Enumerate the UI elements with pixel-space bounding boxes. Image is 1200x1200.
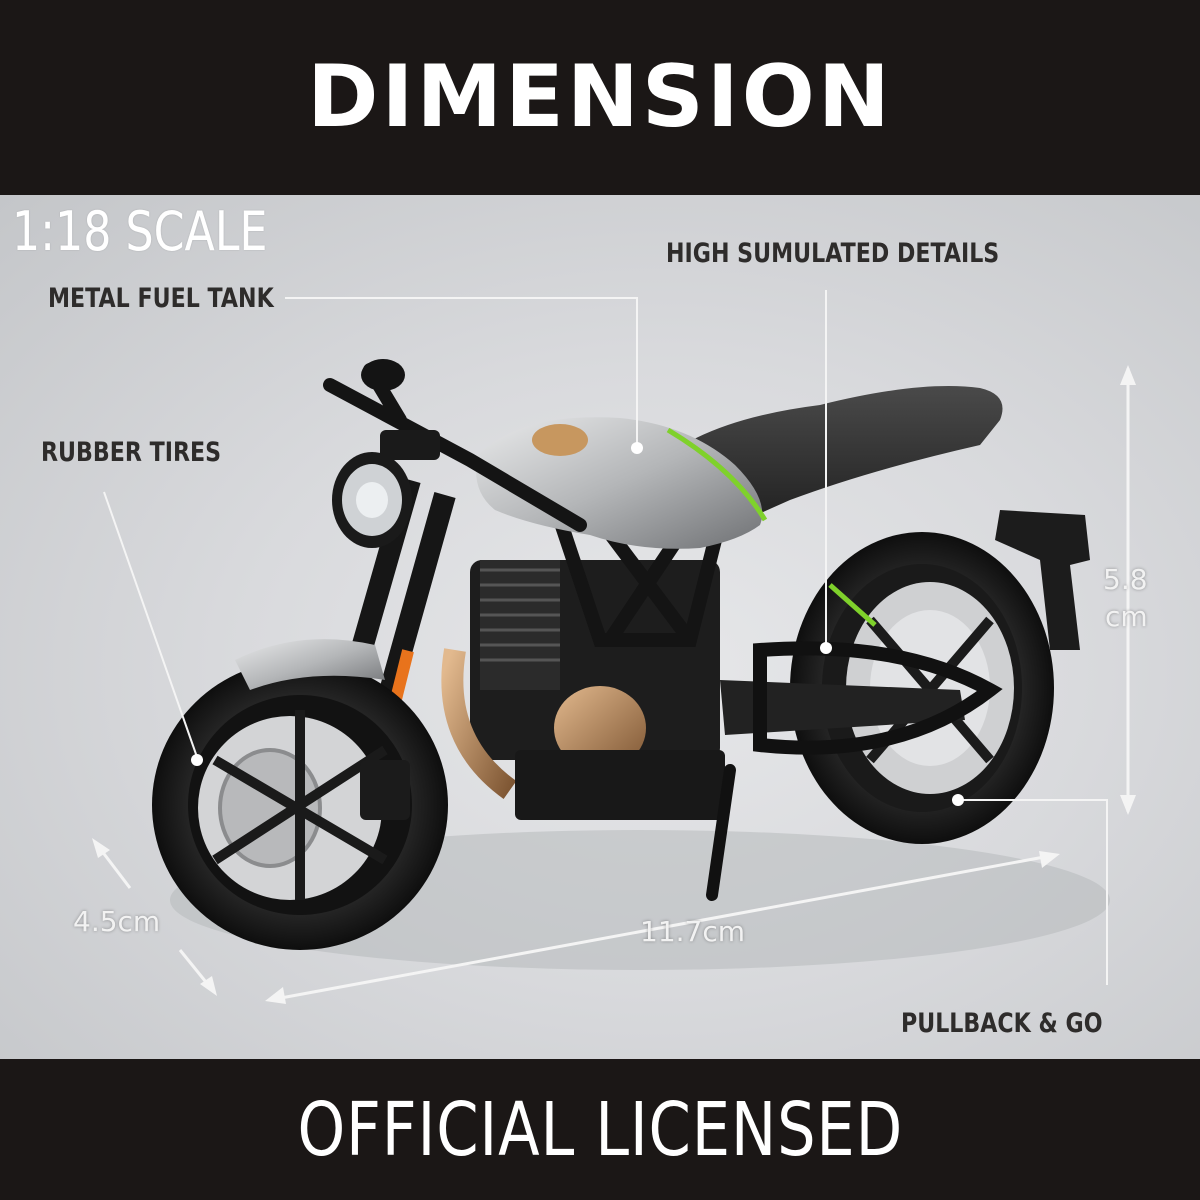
height-dimension-unit: cm (1105, 600, 1148, 633)
callout-pullback-go: PULLBACK & GO (901, 1008, 1103, 1039)
header-band: DIMENSION (0, 0, 1200, 195)
callout-fuel-tank: METAL FUEL TANK (48, 283, 274, 314)
length-dimension: 11.7cm (640, 915, 746, 948)
gauge-cluster (380, 430, 440, 460)
engine (441, 560, 725, 820)
callout-high-details: HIGH SUMULATED DETAILS (666, 238, 1000, 269)
callout-dots (191, 442, 964, 806)
chain (753, 641, 1003, 755)
rear-fender (995, 510, 1090, 650)
callout-rubber-tires: RUBBER TIRES (41, 437, 222, 468)
height-dimension-value: 5.8 (1103, 563, 1148, 596)
kickstand (706, 764, 736, 901)
fork-accent (390, 649, 414, 701)
dimension-arrows (92, 365, 1136, 1004)
footer-band: OFFICIAL LICENSED (0, 1059, 1200, 1200)
motorcycle-illustration (92, 290, 1136, 1004)
footer-title: OFFICIAL LICENSED (297, 1086, 903, 1173)
callout-lines (103, 290, 1108, 985)
swingarm (720, 680, 965, 735)
product-photo: 1:18 SCALE METAL FUEL TANK HIGH SUMULATE… (0, 195, 1200, 1059)
fuel-tank (476, 417, 877, 627)
mirror (361, 359, 405, 391)
front-fender (235, 639, 385, 690)
page-title: DIMENSION (307, 46, 893, 147)
front-wheel (152, 660, 448, 950)
scale-label: 1:18 SCALE (12, 200, 268, 263)
width-dimension: 4.5cm (73, 905, 161, 938)
headlight (332, 452, 412, 548)
